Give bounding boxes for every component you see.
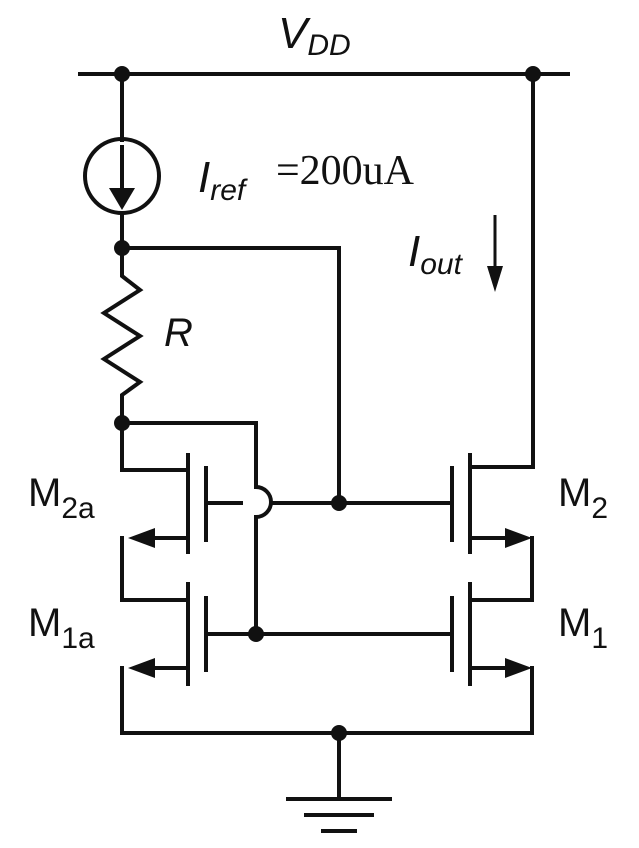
wire-ref-to-gate2	[120, 246, 341, 505]
iout-arrow-icon	[487, 215, 503, 292]
resistor-label: R	[164, 311, 193, 355]
m1a-label: M1a	[28, 601, 95, 655]
wire-ground-bus	[120, 666, 534, 735]
transistor-m1a	[128, 582, 258, 686]
vdd-label: VDD	[278, 9, 351, 62]
iout-label: Iout	[408, 227, 464, 281]
transistor-m2a	[128, 453, 243, 554]
ground-icon	[286, 797, 392, 833]
m1-label: M1	[558, 601, 608, 655]
wire-r-to-m1-gate-line	[120, 421, 258, 489]
iref-value: =200uA	[276, 148, 415, 194]
wire-vdd-to-m2-drain	[468, 72, 535, 469]
transistor-m1	[450, 582, 532, 686]
m2-label: M2	[558, 471, 608, 525]
current-source-symbol	[83, 137, 161, 215]
m2a-label: M2a	[28, 471, 95, 525]
wire-hop-over	[253, 484, 273, 520]
wire-r-to-m2a-drain	[120, 421, 190, 472]
wire-m2a-to-m1a	[120, 536, 190, 602]
gate2-node	[331, 495, 347, 511]
transistor-m2	[450, 453, 532, 554]
resistor-r-symbol	[100, 246, 144, 425]
iref-label: Iref	[198, 153, 248, 207]
wire-m2-to-m1	[468, 536, 534, 602]
